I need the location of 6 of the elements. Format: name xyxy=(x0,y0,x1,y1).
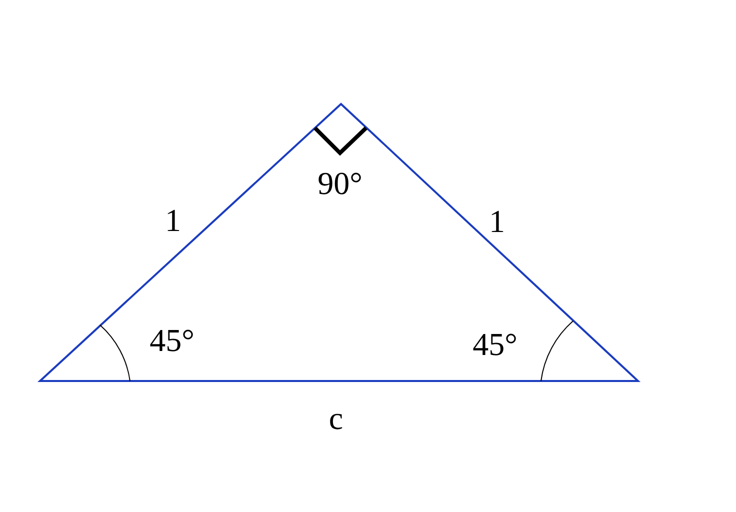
angle-label: 45° xyxy=(472,328,518,360)
side-length-label: 1 xyxy=(165,204,181,236)
angle-label: 45° xyxy=(150,324,194,356)
side-length-label: 1 xyxy=(489,205,505,237)
side-length-label: c xyxy=(328,402,344,434)
angle-label: 90° xyxy=(318,167,362,199)
